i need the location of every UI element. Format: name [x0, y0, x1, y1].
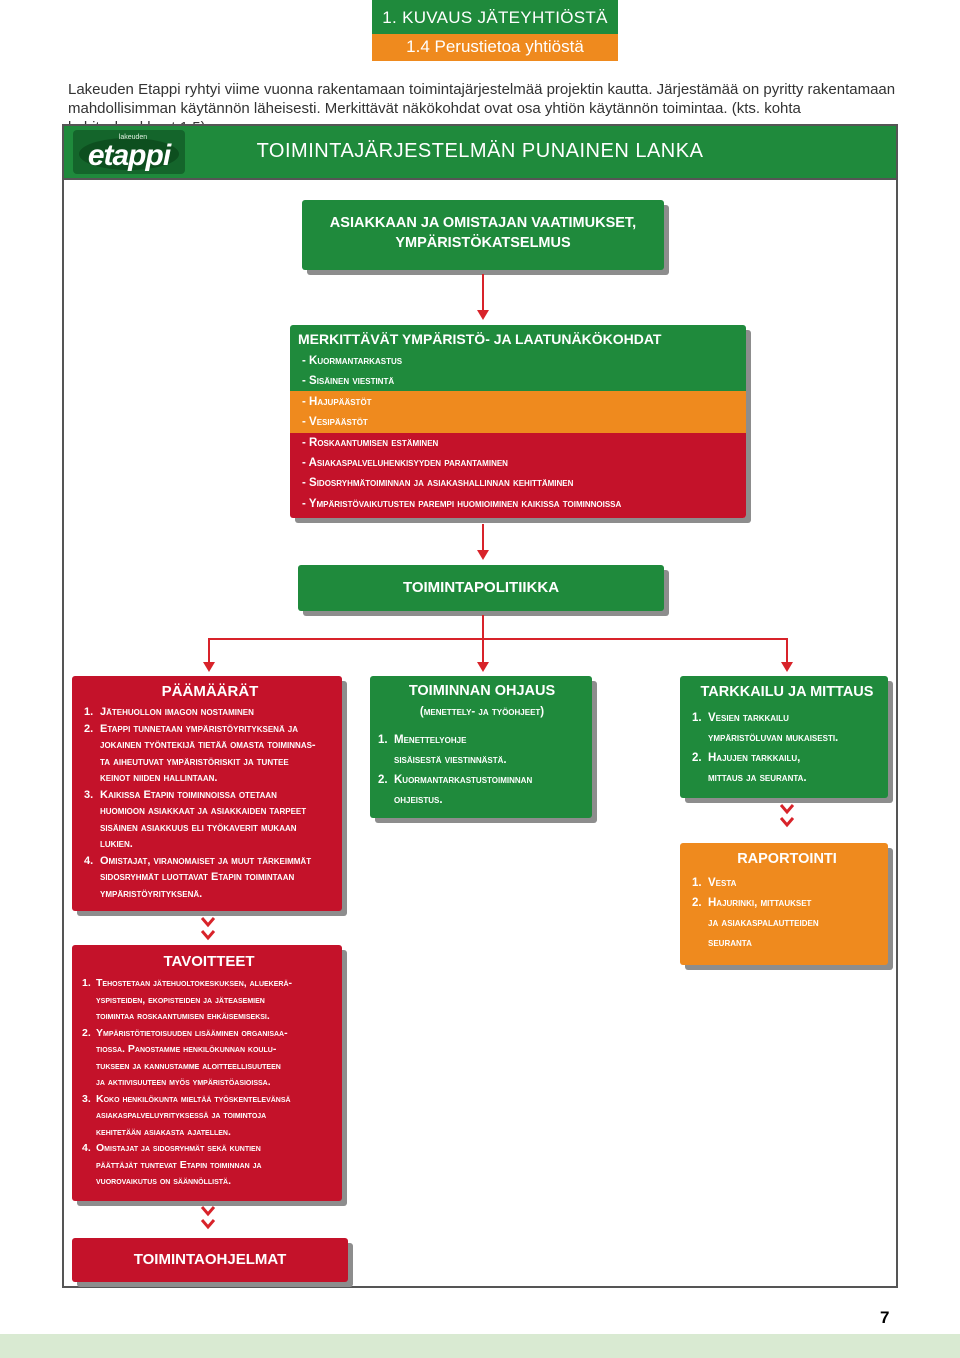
requirements-box: ASIAKKAAN JA OMISTAJAN VAATIMUKSET, YMPÄ… [302, 200, 664, 270]
policy-box: TOIMINTAPOLITIIKKA [298, 565, 664, 611]
section-heading: 1. KUVAUS JÄTEYHTIÖSTÄ [372, 0, 618, 34]
goals-title: PÄÄMÄÄRÄT [161, 683, 259, 700]
targets-title: TAVOITTEET [163, 953, 255, 970]
goal-item: 4. Omistajat, viranomaiset ja muut tärke… [84, 854, 312, 900]
svg-text:etappi: etappi [88, 139, 172, 172]
chevron-down-icon [201, 1206, 215, 1217]
branch-line [208, 638, 210, 664]
branch-line [482, 638, 484, 664]
aspect-item: - Kuormantarkastus [302, 355, 403, 367]
chevron-down-icon [201, 1219, 215, 1230]
footer-band [0, 1334, 960, 1358]
goal-item: 2. Etappi tunnetaan ympäristöyrityksenä … [84, 722, 316, 785]
aspect-item: - Hajupäästöt [302, 395, 372, 408]
target-item: 3. Koko henkilökunta mieltää työskentele… [82, 1092, 291, 1138]
diagram-title: TOIMINTAJÄRJESTELMÄN PUNAINEN LANKA [256, 140, 704, 162]
monitoring-title: TARKKAILU JA MITTAUS [700, 684, 874, 700]
aspects-box: MERKITTÄVÄT YMPÄRISTÖ- JA LAATUNÄKÖKOHDA… [290, 325, 746, 518]
chevron-down-icon [201, 917, 215, 928]
chevron-down-icon [780, 817, 794, 828]
aspect-item: - Sisäinen viestintä [302, 375, 395, 388]
goal-item: 1.Jätehuollon imagon nostaminen [84, 706, 254, 718]
guidance-title: TOIMINNAN OHJAUS [408, 683, 556, 699]
aspect-item: - Vesipäästöt [302, 416, 368, 429]
svg-text:lakeuden: lakeuden [119, 134, 148, 141]
subsection-heading: 1.4 Perustietoa yhtiöstä [372, 34, 618, 61]
targets-box: TAVOITTEET 1. Tehostetaan jätehuoltokesk… [72, 945, 342, 1201]
chevron-down-icon [201, 930, 215, 941]
goals-box: PÄÄMÄÄRÄT 1.Jätehuollon imagon nostamine… [72, 676, 342, 911]
reporting-title: RAPORTOINTI [737, 851, 837, 867]
flow-arrow-head [781, 662, 793, 672]
target-item: 4. Omistajat ja sidosryhmät sekä kuntien… [82, 1142, 262, 1187]
aspect-item: - Roskaantumisen estäminen [302, 436, 439, 449]
target-item: 2. Ympäristötietoisuuden lisääminen orga… [82, 1026, 288, 1089]
reporting-box: RAPORTOINTI 1. Vesta 2. Hajurinki, mitta… [680, 843, 888, 965]
page-number: 7 [880, 1308, 890, 1327]
requirements-line-2: YMPÄRISTÖKATSELMUS [395, 235, 571, 251]
flow-arrow-line [482, 274, 484, 312]
etappi-logo: lakeuden etappi [73, 130, 185, 174]
guidance-box: TOIMINNAN OHJAUS (menettely- ja työohjee… [370, 676, 592, 818]
reporting-item: 1. Vesta [692, 877, 737, 889]
branch-line [482, 615, 484, 639]
flow-arrow-head [477, 662, 489, 672]
flow-arrow-head [477, 550, 489, 560]
guidance-subtitle: (menettely- ja työohjeet) [419, 706, 545, 718]
aspects-title: MERKITTÄVÄT YMPÄRISTÖ- JA LAATUNÄKÖKOHDA… [298, 331, 662, 347]
diagram-title-bar [62, 124, 898, 180]
branch-line [208, 638, 788, 640]
flow-arrow-head [203, 662, 215, 672]
programs-box: TOIMINTAOHJELMAT [72, 1238, 348, 1282]
flow-arrow-head [477, 310, 489, 320]
branch-line [786, 638, 788, 664]
monitoring-box: TARKKAILU JA MITTAUS 1. Vesien tarkkailu… [680, 676, 888, 798]
requirements-line-1: ASIAKKAAN JA OMISTAJAN VAATIMUKSET, [329, 215, 637, 231]
flow-arrow-line [482, 524, 484, 552]
aspect-item: - Asiakaspalveluhenkisyyden parantaminen [302, 457, 508, 470]
monitoring-item: 2. Hajujen tarkkailu,mittaus ja seuranta… [692, 752, 807, 784]
target-item: 1. Tehostetaan jätehuoltokeskuksen, alue… [82, 977, 293, 1022]
aspect-item: - Ympäristövaikutusten parempi huomioimi… [302, 497, 622, 510]
aspect-item: - Sidosryhmätoiminnan ja asiakashallinna… [302, 477, 574, 490]
chevron-down-icon [780, 804, 794, 815]
